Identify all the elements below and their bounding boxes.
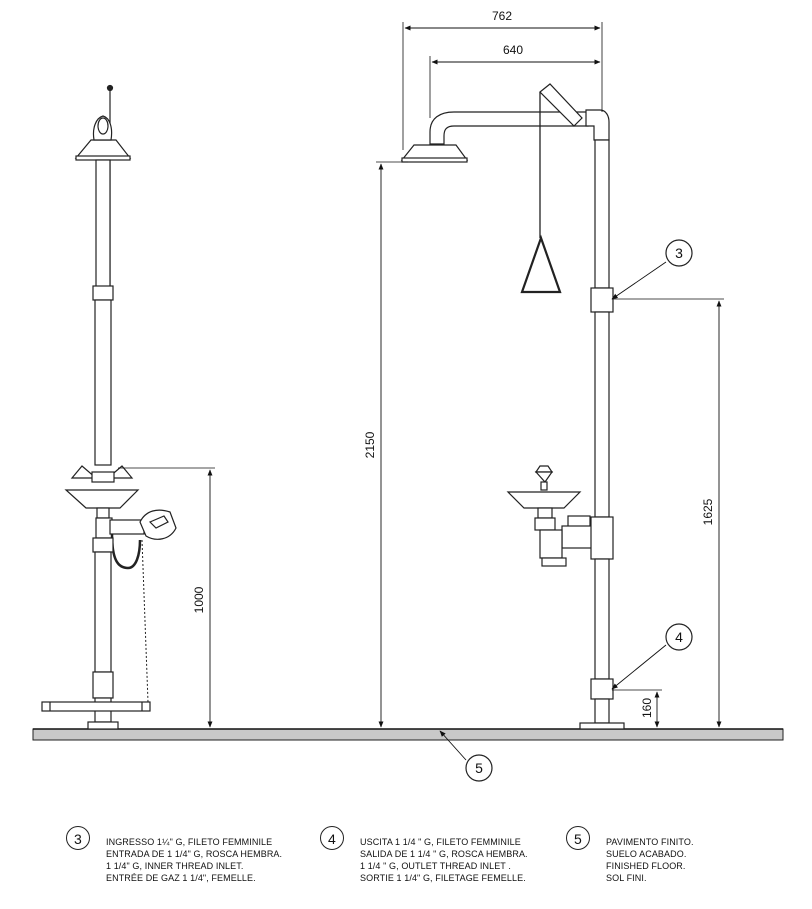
legend-3-line: 1 1/4" G, INNER THREAD INLET. [106, 861, 244, 871]
legend-3-text: INGRESSO 1¼" G, FILETO FEMMINILE ENTRADA… [106, 836, 282, 884]
legend-4-line: 1 1/4 " G, OUTLET THREAD INLET . [360, 861, 511, 871]
dimension-2150: 2150 [363, 161, 408, 728]
dimension-762: 762 [402, 9, 603, 150]
dim-2150-label: 2150 [363, 431, 377, 458]
dimension-1625: 1625 [612, 298, 724, 728]
right-station-front-view [400, 83, 625, 730]
finished-floor [32, 728, 784, 741]
callout-3: 3 [611, 239, 693, 300]
legend-4-line: SALIDA DE 1 1/4 " G, ROSCA HEMBRA. [360, 849, 528, 859]
legend-4-line: USCITA 1 1/4 " G, FILETO FEMMINILE [360, 837, 521, 847]
dim-1000-label: 1000 [192, 586, 206, 613]
left-station-side-view [41, 84, 177, 730]
dimension-640: 640 [429, 43, 601, 118]
legend-5-line: SOL FINI. [606, 873, 647, 883]
legend-5-line: PAVIMENTO FINITO. [606, 837, 694, 847]
legend-5-circle: 5 [566, 826, 590, 850]
legend-4-line: SORTIE 1 1/4" G, FILETAGE FEMELLE. [360, 873, 526, 883]
legend-3-circle: 3 [66, 826, 90, 850]
dim-160-label: 160 [640, 698, 654, 718]
callout-5-label: 5 [475, 760, 483, 776]
legend-5-line: SUELO ACABADO. [606, 849, 687, 859]
legend-3-line: ENTRADA DE 1 1/4" G, ROSCA HEMBRA. [106, 849, 283, 859]
legend-4-circle: 4 [320, 826, 344, 850]
legend-3-line: ENTRÉE DE GAZ 1 1/4", FEMELLE. [106, 873, 256, 883]
legend-4-text: USCITA 1 1/4 " G, FILETO FEMMINILE SALID… [360, 836, 528, 884]
dim-1625-label: 1625 [701, 498, 715, 525]
legend-5-line: FINISHED FLOOR. [606, 861, 686, 871]
callout-5: 5 [439, 730, 493, 782]
dim-762-label: 762 [492, 9, 512, 23]
legend-3-line: INGRESSO 1¼" G, FILETO FEMMINILE [106, 837, 273, 847]
dimension-160: 160 [612, 689, 662, 728]
callout-3-label: 3 [675, 245, 683, 261]
callout-4-label: 4 [675, 629, 683, 645]
dim-640-label: 640 [503, 43, 523, 57]
callout-4: 4 [611, 623, 693, 690]
dimension-1000: 1000 [118, 467, 215, 728]
legend-5-text: PAVIMENTO FINITO. SUELO ACABADO. FINISHE… [606, 836, 694, 884]
